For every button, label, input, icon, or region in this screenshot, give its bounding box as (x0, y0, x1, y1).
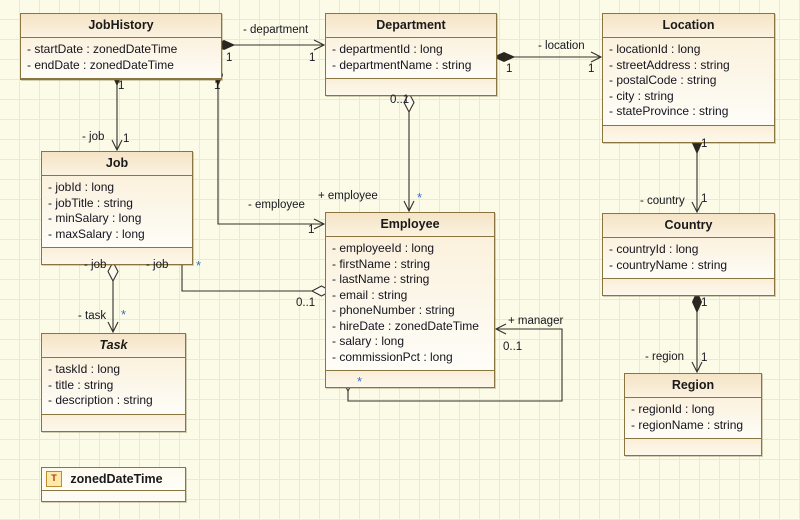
multiplicity-label-s-mgr-src: * (357, 374, 363, 389)
edge-department-employee (403, 91, 415, 213)
class-operations-department (326, 79, 496, 95)
multiplicity-label-m-emp-job-tgt: 0..1 (296, 297, 316, 309)
association-role-label-lbl-employee-dp: + employee (318, 190, 378, 202)
association-role-label-lbl-manager: + manager (508, 315, 564, 327)
uml-class-employee[interactable]: Employee- employeeId : long- firstName :… (325, 212, 495, 388)
attribute-row: - description : string (48, 393, 153, 407)
multiplicity-label-m-jh-dept-src: 1 (226, 52, 233, 64)
class-title-job: Job (42, 152, 192, 176)
class-attributes-country: - countryId : long- countryName : string (603, 238, 774, 279)
class-attributes-region: - regionId : long- regionName : string (625, 398, 761, 439)
datatype-body (42, 491, 185, 501)
multiplicity-label-m-jh-emp-src: 1 (214, 80, 221, 92)
multiplicity-label-m-cty-reg-src: 1 (701, 297, 708, 309)
class-title-location: Location (603, 14, 774, 38)
attribute-row: - city : string (609, 88, 674, 103)
association-role-label-lbl-region: - region (645, 351, 684, 363)
attribute-row: - locationId : long (609, 42, 701, 56)
uml-class-jobhistory[interactable]: JobHistory- startDate : zonedDateTime- e… (20, 13, 222, 80)
class-attributes-location: - locationId : long- streetAddress : str… (603, 38, 774, 126)
uml-class-region[interactable]: Region- regionId : long- regionName : st… (624, 373, 762, 456)
attribute-row: - minSalary : long (48, 211, 142, 225)
uml-class-location[interactable]: Location- locationId : long- streetAddre… (602, 13, 775, 143)
uml-class-department[interactable]: Department- departmentId : long- departm… (325, 13, 497, 96)
class-operations-location (603, 125, 774, 142)
attribute-row: - endDate : zonedDateTime (27, 57, 174, 72)
edge-department-location (492, 51, 603, 63)
association-role-label-lbl-job-top: - job (82, 131, 105, 143)
multiplicity-label-m-jh-job-tgt: 1 (123, 133, 130, 145)
attribute-row: - title : string (48, 377, 114, 392)
datatype-type-icon: T (46, 471, 62, 487)
multiplicity-label-m-dept-emp-src: 0..1 (390, 94, 410, 106)
attribute-row: - firstName : string (332, 256, 431, 271)
class-title-region: Region (625, 374, 761, 398)
attribute-row: - commissionPct : long (332, 349, 453, 364)
association-role-label-lbl-country: - country (640, 195, 685, 207)
attribute-row: - taskId : long (48, 362, 121, 376)
attribute-row: - hireDate : zonedDateTime (332, 318, 479, 333)
multiplicity-label-s-emp-job: * (196, 258, 202, 273)
association-role-label-lbl-location: - location (538, 40, 585, 52)
class-title-task: Task (42, 334, 185, 358)
multiplicity-label-m-cty-reg-tgt: 1 (701, 352, 708, 364)
multiplicity-label-m-loc-cty-src: 1 (701, 138, 708, 150)
uml-class-task[interactable]: Task- taskId : long- title : string- des… (41, 333, 186, 432)
attribute-row: - streetAddress : string (609, 57, 730, 72)
class-attributes-department: - departmentId : long- departmentName : … (326, 38, 496, 79)
class-attributes-task: - taskId : long- title : string- descrip… (42, 358, 185, 415)
class-operations-job (42, 248, 192, 264)
class-operations-task (42, 414, 185, 431)
attribute-row: - employeeId : long (332, 241, 435, 255)
multiplicity-label-m-jh-dept-tgt: 1 (309, 52, 316, 64)
class-attributes-jobhistory: - startDate : zonedDateTime- endDate : z… (21, 38, 221, 79)
multiplicity-label-s-job-task: * (121, 307, 127, 322)
class-operations-employee (326, 371, 494, 387)
attribute-row: - regionName : string (631, 417, 744, 432)
association-role-label-lbl-job-right: - job (146, 259, 169, 271)
attribute-row: - startDate : zonedDateTime (27, 42, 178, 56)
class-title-department: Department (326, 14, 496, 38)
edge-job-task (107, 260, 119, 334)
class-title-country: Country (603, 214, 774, 238)
class-attributes-employee: - employeeId : long- firstName : string-… (326, 237, 494, 371)
multiplicity-label-m-loc-cty-tgt: 1 (701, 193, 708, 205)
attribute-row: - departmentName : string (332, 57, 472, 72)
class-operations-region (625, 439, 761, 455)
class-title-employee: Employee (326, 213, 494, 237)
attribute-row: - countryId : long (609, 242, 699, 256)
multiplicity-label-m-jh-job-src: 1 (118, 80, 125, 92)
attribute-row: - lastName : string (332, 272, 430, 286)
multiplicity-label-m-dept-loc-tgt: 1 (588, 63, 595, 75)
uml-class-country[interactable]: Country- countryId : long- countryName :… (602, 213, 775, 296)
attribute-row: - regionId : long (631, 402, 715, 416)
association-role-label-lbl-employee-jh: - employee (248, 199, 305, 211)
datatype-name-zoneddatetime: zonedDateTime (70, 472, 163, 486)
attribute-row: - jobId : long (48, 180, 115, 194)
multiplicity-label-m-jh-emp-tgt: 1 (308, 224, 315, 236)
class-operations-country (603, 279, 774, 295)
uml-class-job[interactable]: Job- jobId : long- jobTitle : string- mi… (41, 151, 193, 265)
attribute-row: - email : string (332, 287, 408, 302)
association-role-label-lbl-job-left: - job (84, 259, 107, 271)
attribute-row: - departmentId : long (332, 42, 443, 56)
attribute-row: - salary : long (332, 334, 405, 348)
class-title-jobhistory: JobHistory (21, 14, 221, 38)
multiplicity-label-s-dept-emp: * (417, 190, 423, 205)
class-attributes-job: - jobId : long- jobTitle : string- minSa… (42, 176, 192, 248)
attribute-row: - countryName : string (609, 257, 728, 272)
attribute-row: - phoneNumber : string (332, 303, 455, 317)
edge-employee-job (176, 204, 333, 297)
association-role-label-lbl-department: - department (243, 24, 309, 36)
multiplicity-label-m-dept-loc-src: 1 (506, 63, 513, 75)
edge-jobhistory-department (212, 39, 326, 51)
attribute-row: - jobTitle : string (48, 195, 133, 210)
multiplicity-label-m-mgr-tgt: 0..1 (503, 341, 523, 353)
attribute-row: - stateProvince : string (609, 104, 729, 118)
attribute-row: - postalCode : string (609, 73, 717, 87)
association-role-label-lbl-task: - task (78, 310, 107, 322)
attribute-row: - maxSalary : long (48, 226, 145, 241)
